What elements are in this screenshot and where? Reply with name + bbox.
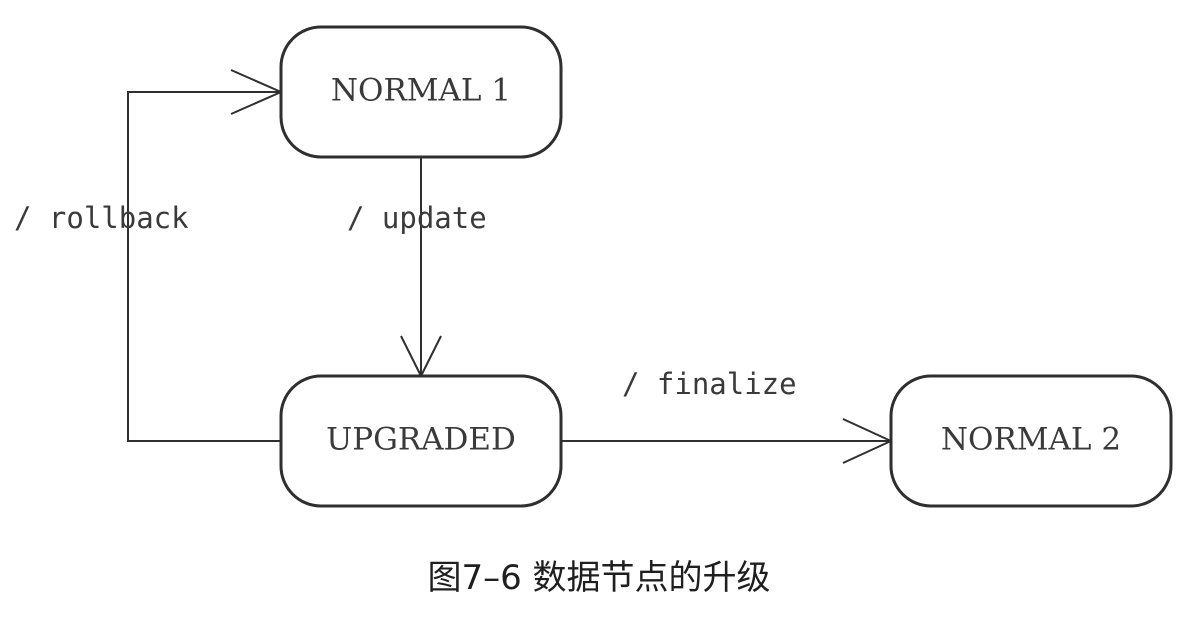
edge-finalize-label: / finalize [622,367,797,401]
state-normal-2-label: NORMAL 2 [941,422,1121,458]
state-normal-2: NORMAL 2 [889,374,1173,508]
state-normal-2-box [889,374,1173,508]
state-upgraded-box [279,374,563,508]
edge-update-label: / update [347,201,487,235]
edge-finalize [561,418,894,464]
edge-rollback [127,69,284,442]
figure-caption: 图7–6 数据节点的升级 [427,558,771,598]
edge-rollback-line [127,91,281,442]
state-normal-1: NORMAL 1 [279,25,563,159]
state-normal-1-box [279,25,563,159]
edge-rollback-label: / rollback [14,201,189,235]
state-normal-1-label: NORMAL 1 [331,73,511,109]
state-upgraded-label: UPGRADED [326,422,516,458]
state-diagram: NORMAL 1 UPGRADED NORMAL 2 / update / ro… [14,25,1173,508]
edge-update [400,157,442,379]
state-upgraded: UPGRADED [279,374,563,508]
